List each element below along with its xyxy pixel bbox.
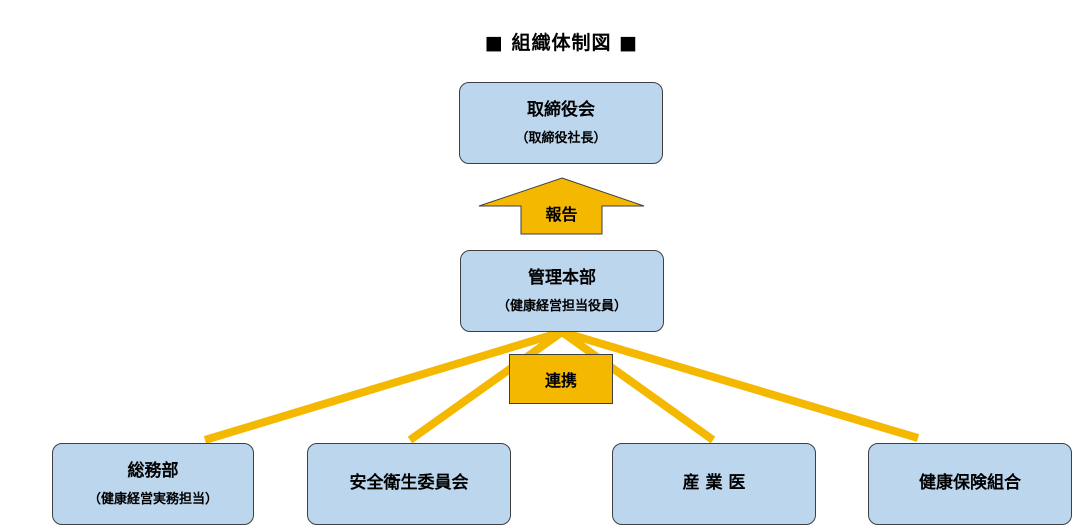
cooperation-label-box: 連携 xyxy=(509,354,613,404)
general-affairs-subtitle: （健康経営実務担当） xyxy=(87,491,218,507)
general-affairs-node: 総務部 （健康経営実務担当） xyxy=(52,443,254,525)
industrial-physician-title: 産 業 医 xyxy=(682,473,746,494)
safety-committee-title: 安全衛生委員会 xyxy=(349,473,469,494)
general-affairs-title: 総務部 xyxy=(127,460,179,481)
diagram-title: ■ 組織体制図 ■ xyxy=(484,32,639,54)
connector-line-general-affairs xyxy=(203,328,564,444)
board-node: 取締役会 （取締役社長） xyxy=(459,82,663,164)
headquarters-title: 管理本部 xyxy=(528,267,596,288)
connector-line-industrial-physician xyxy=(559,328,716,444)
safety-committee-node: 安全衛生委員会 xyxy=(307,443,511,525)
headquarters-node: 管理本部 （健康経営担当役員） xyxy=(460,250,664,332)
health-insurance-title: 健康保険組合 xyxy=(919,473,1021,494)
cooperation-label: 連携 xyxy=(544,371,577,390)
report-arrow xyxy=(478,177,645,235)
report-label: 報告 xyxy=(545,205,578,224)
health-insurance-node: 健康保険組合 xyxy=(868,443,1072,525)
board-title: 取締役会 xyxy=(527,99,595,120)
board-subtitle: （取締役社長） xyxy=(515,130,607,146)
headquarters-subtitle: （健康経営担当役員） xyxy=(496,298,627,314)
industrial-physician-node: 産 業 医 xyxy=(612,443,816,525)
connector-line-health-insurance xyxy=(560,328,920,442)
connector-line-safety-committee xyxy=(407,328,565,444)
